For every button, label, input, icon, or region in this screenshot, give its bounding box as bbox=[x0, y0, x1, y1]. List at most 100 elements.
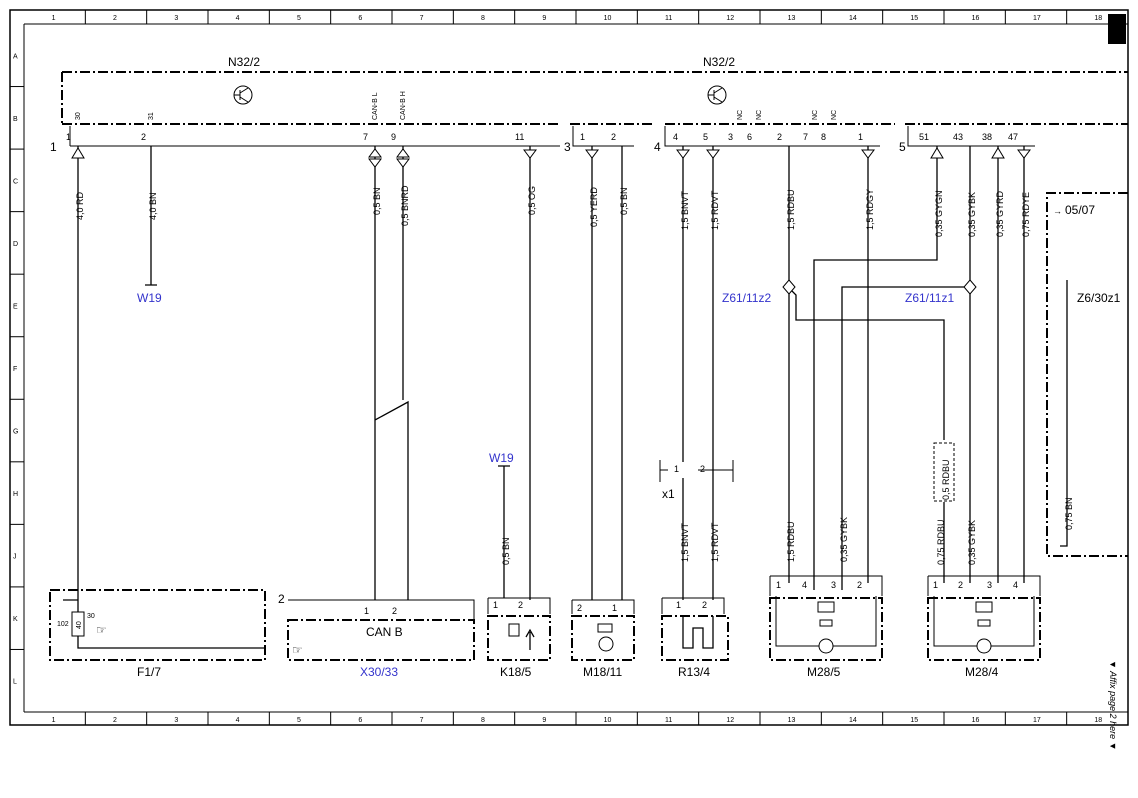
wire-label: 1,5 BNVT bbox=[680, 190, 690, 230]
pin-label: 43 bbox=[953, 132, 963, 142]
fuse-label: 102 bbox=[57, 621, 69, 628]
f1-7-label: F1/7 bbox=[137, 665, 161, 679]
x1-pin: 1 bbox=[674, 464, 679, 474]
grid-column-label: 9 bbox=[542, 717, 546, 724]
grid-labels: 1122334455667788991010111112121313141415… bbox=[13, 15, 1102, 724]
grid-row-label: K bbox=[13, 616, 18, 623]
module-label-right: N32/2 bbox=[703, 55, 735, 69]
pin-name: 31 bbox=[148, 112, 155, 120]
wire-label: 0,35 GYBK bbox=[839, 517, 849, 562]
wire-label: 0,35 GYRD bbox=[995, 190, 1005, 237]
hand-pointer-icon: ☞ bbox=[96, 623, 107, 637]
m284-connector bbox=[927, 575, 1041, 596]
grid-column-label: 13 bbox=[788, 15, 796, 22]
m284-pin: 1 bbox=[933, 580, 938, 590]
grid-column-label: 16 bbox=[972, 15, 980, 22]
m28-4-label: M28/4 bbox=[965, 665, 999, 679]
connector-group-1: 1 bbox=[50, 140, 57, 154]
motor-pos-icon bbox=[597, 623, 613, 633]
wire-label: 4,0 BN bbox=[148, 192, 158, 220]
m284-box bbox=[927, 597, 1041, 661]
k185-connector bbox=[487, 597, 551, 614]
m1811-box bbox=[571, 615, 635, 661]
pin-label: 1 bbox=[580, 132, 585, 142]
pin-name: 30 bbox=[75, 112, 82, 120]
wire-label: 0,5 RDBU bbox=[941, 459, 951, 500]
m285-pin: 2 bbox=[857, 580, 862, 590]
grid-row-label: L bbox=[13, 679, 17, 686]
z6-30z1-label: Z6/30z1 bbox=[1077, 291, 1121, 305]
pin-label: 38 bbox=[982, 132, 992, 142]
page-tab-icon bbox=[1108, 14, 1126, 44]
grid-row-label: B bbox=[13, 116, 18, 123]
fuse-box bbox=[49, 589, 266, 661]
grid-column-label: 12 bbox=[726, 717, 734, 724]
pin-label: 51 bbox=[919, 132, 929, 142]
wire-label: 0,75 BN bbox=[1064, 497, 1074, 530]
grid-column-label: 17 bbox=[1033, 15, 1041, 22]
grid-column-label: 4 bbox=[236, 717, 240, 724]
wire-label: 1,5 RDBU bbox=[786, 521, 796, 562]
wire-label: 1,5 RDBU bbox=[786, 189, 796, 230]
potentiometer-icon bbox=[817, 601, 835, 613]
can-b-label: CAN B bbox=[366, 625, 403, 639]
grid-column-label: 1 bbox=[52, 717, 56, 724]
r13-4-label: R13/4 bbox=[678, 665, 710, 679]
grid-column-label: 14 bbox=[849, 15, 857, 22]
grid-row-label: J bbox=[13, 554, 17, 561]
x30-33-label: X30/33 bbox=[360, 665, 398, 679]
x1-pin: 2 bbox=[700, 464, 705, 474]
module-pin-names: 30 31 CAN-B L CAN-B H NC NC NC NC bbox=[75, 91, 838, 120]
grid-row-label: H bbox=[13, 491, 18, 498]
grid-row-label: F bbox=[13, 366, 17, 373]
m285-pin: 1 bbox=[776, 580, 781, 590]
m284-internal bbox=[933, 596, 1035, 647]
grid-column-label: 7 bbox=[420, 15, 424, 22]
pin-label: 1 bbox=[858, 132, 863, 142]
grid-column-label: 6 bbox=[358, 15, 362, 22]
m285-connector bbox=[769, 575, 883, 596]
m285-box bbox=[769, 597, 883, 661]
grid-column-label: 6 bbox=[358, 717, 362, 724]
pin-label: 7 bbox=[803, 132, 808, 142]
k185-pin: 1 bbox=[493, 600, 498, 610]
grid-column-label: 18 bbox=[1094, 717, 1102, 724]
grid-column-label: 2 bbox=[113, 717, 117, 724]
grid-column-label: 8 bbox=[481, 717, 485, 724]
motor-icon bbox=[818, 638, 834, 654]
ref-w19-top: W19 bbox=[137, 291, 162, 305]
x1-gap bbox=[668, 462, 698, 478]
can-pin: 2 bbox=[392, 606, 397, 616]
r134-connector bbox=[661, 597, 725, 614]
pin-label: 5 bbox=[703, 132, 708, 142]
grid-row-label: D bbox=[13, 241, 18, 248]
splice-diamonds bbox=[782, 279, 977, 295]
grid-column-label: 14 bbox=[849, 717, 857, 724]
wire-label: 0,5 YERD bbox=[589, 187, 599, 227]
grid-column-label: 3 bbox=[174, 717, 178, 724]
page-ref: 05/07 bbox=[1065, 203, 1095, 217]
grid-column-label: 15 bbox=[910, 15, 918, 22]
grid-column-label: 18 bbox=[1094, 15, 1102, 22]
wires bbox=[63, 146, 1068, 649]
grid-column-label: 4 bbox=[236, 15, 240, 22]
grid-column-label: 16 bbox=[972, 717, 980, 724]
grid-row-label: C bbox=[13, 178, 18, 185]
grid-column-label: 13 bbox=[788, 717, 796, 724]
connector-group-4: 4 bbox=[654, 140, 661, 154]
wire-label: 0,35 GYBK bbox=[967, 520, 977, 565]
ref-w19-bottom: W19 bbox=[489, 451, 514, 465]
grid-marks bbox=[10, 10, 1068, 725]
k185-pin: 2 bbox=[518, 600, 523, 610]
connector-group-5: 5 bbox=[899, 140, 906, 154]
hand-pointer-icon: ☞ bbox=[292, 643, 303, 657]
wire-label: 0,5 BN bbox=[372, 187, 382, 215]
grid-column-label: 15 bbox=[910, 717, 918, 724]
grid-column-label: 8 bbox=[481, 15, 485, 22]
r134-box bbox=[661, 615, 729, 661]
pin-label: 11 bbox=[515, 132, 524, 142]
rdbu-box bbox=[933, 442, 955, 502]
module-pin-labels: 1 2 7 9 11 1 2 4 5 3 6 2 7 8 1 51 43 38 … bbox=[66, 132, 1018, 142]
ref-z61-11z1: Z61/11z1 bbox=[905, 291, 954, 305]
